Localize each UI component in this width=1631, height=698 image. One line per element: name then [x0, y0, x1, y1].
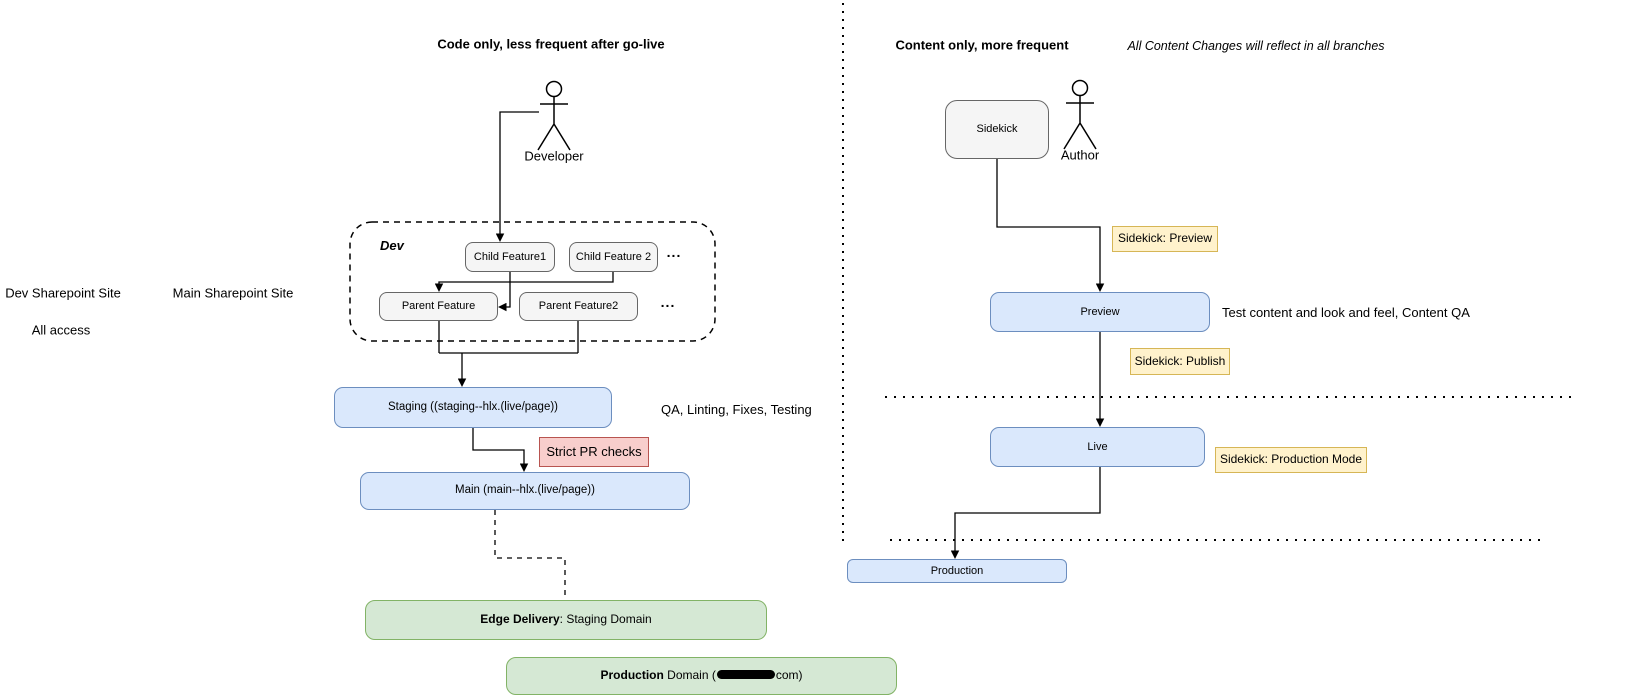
developer-label: Developer [524, 148, 584, 164]
qa-note: QA, Linting, Fixes, Testing [661, 402, 812, 417]
edge-sidekick-to-preview [996, 159, 1105, 292]
node-edge-delivery-staging-domain: Edge Delivery: Staging Domain [365, 600, 767, 640]
edge-staging-to-main [472, 428, 529, 472]
main-sharepoint-site-label: Main Sharepoint Site [172, 285, 294, 301]
author-actor-icon [1063, 79, 1097, 150]
node-sidekick-production-mode: Sidekick: Production Mode [1215, 447, 1367, 473]
edge-live-to-production [950, 467, 1101, 559]
edge-main-to-edge-delivery [494, 510, 566, 600]
right-section-title: Content only, more frequent [895, 37, 1069, 53]
node-child-feature1: Child Feature1 [465, 242, 555, 272]
node-live: Live [990, 427, 1205, 467]
all-access-label: All access [31, 322, 91, 338]
node-sidekick-preview: Sidekick: Preview [1112, 226, 1218, 252]
author-label: Author [1060, 147, 1100, 163]
developer-actor-icon [537, 80, 571, 151]
node-sidekick: Sidekick [945, 100, 1049, 159]
node-preview: Preview [990, 292, 1210, 332]
parents-ellipsis: ... [660, 294, 676, 310]
node-parent-feature2: Parent Feature2 [519, 292, 638, 321]
test-content-note: Test content and look and feel, Content … [1222, 305, 1470, 320]
children-ellipsis: ... [666, 244, 682, 260]
edge-child-feature2-to-parent-feature [434, 272, 614, 292]
node-production: Production [847, 559, 1067, 583]
dev-sharepoint-site-label: Dev Sharepoint Site [5, 285, 121, 301]
node-sidekick-publish: Sidekick: Publish [1130, 348, 1230, 375]
node-main: Main (main--hlx.(live/page)) [360, 472, 690, 510]
edge-child-feature1-to-parent-feature [498, 272, 511, 312]
node-child-feature2: Child Feature 2 [569, 242, 658, 272]
dev-group-label: Dev [380, 238, 404, 253]
redacted-domain [716, 670, 775, 680]
edge-parent-features-join [438, 321, 579, 354]
node-staging: Staging ((staging--hlx.(live/page)) [334, 387, 612, 428]
node-strict-pr-checks: Strict PR checks [539, 437, 649, 467]
node-parent-feature: Parent Feature [379, 292, 498, 321]
content-changes-note: All Content Changes will reflect in all … [1127, 39, 1385, 53]
edge-developer-to-child-feature1 [495, 111, 539, 242]
node-production-domain: Production Domain (com) [506, 657, 897, 695]
left-section-title: Code only, less frequent after go-live [437, 36, 665, 52]
